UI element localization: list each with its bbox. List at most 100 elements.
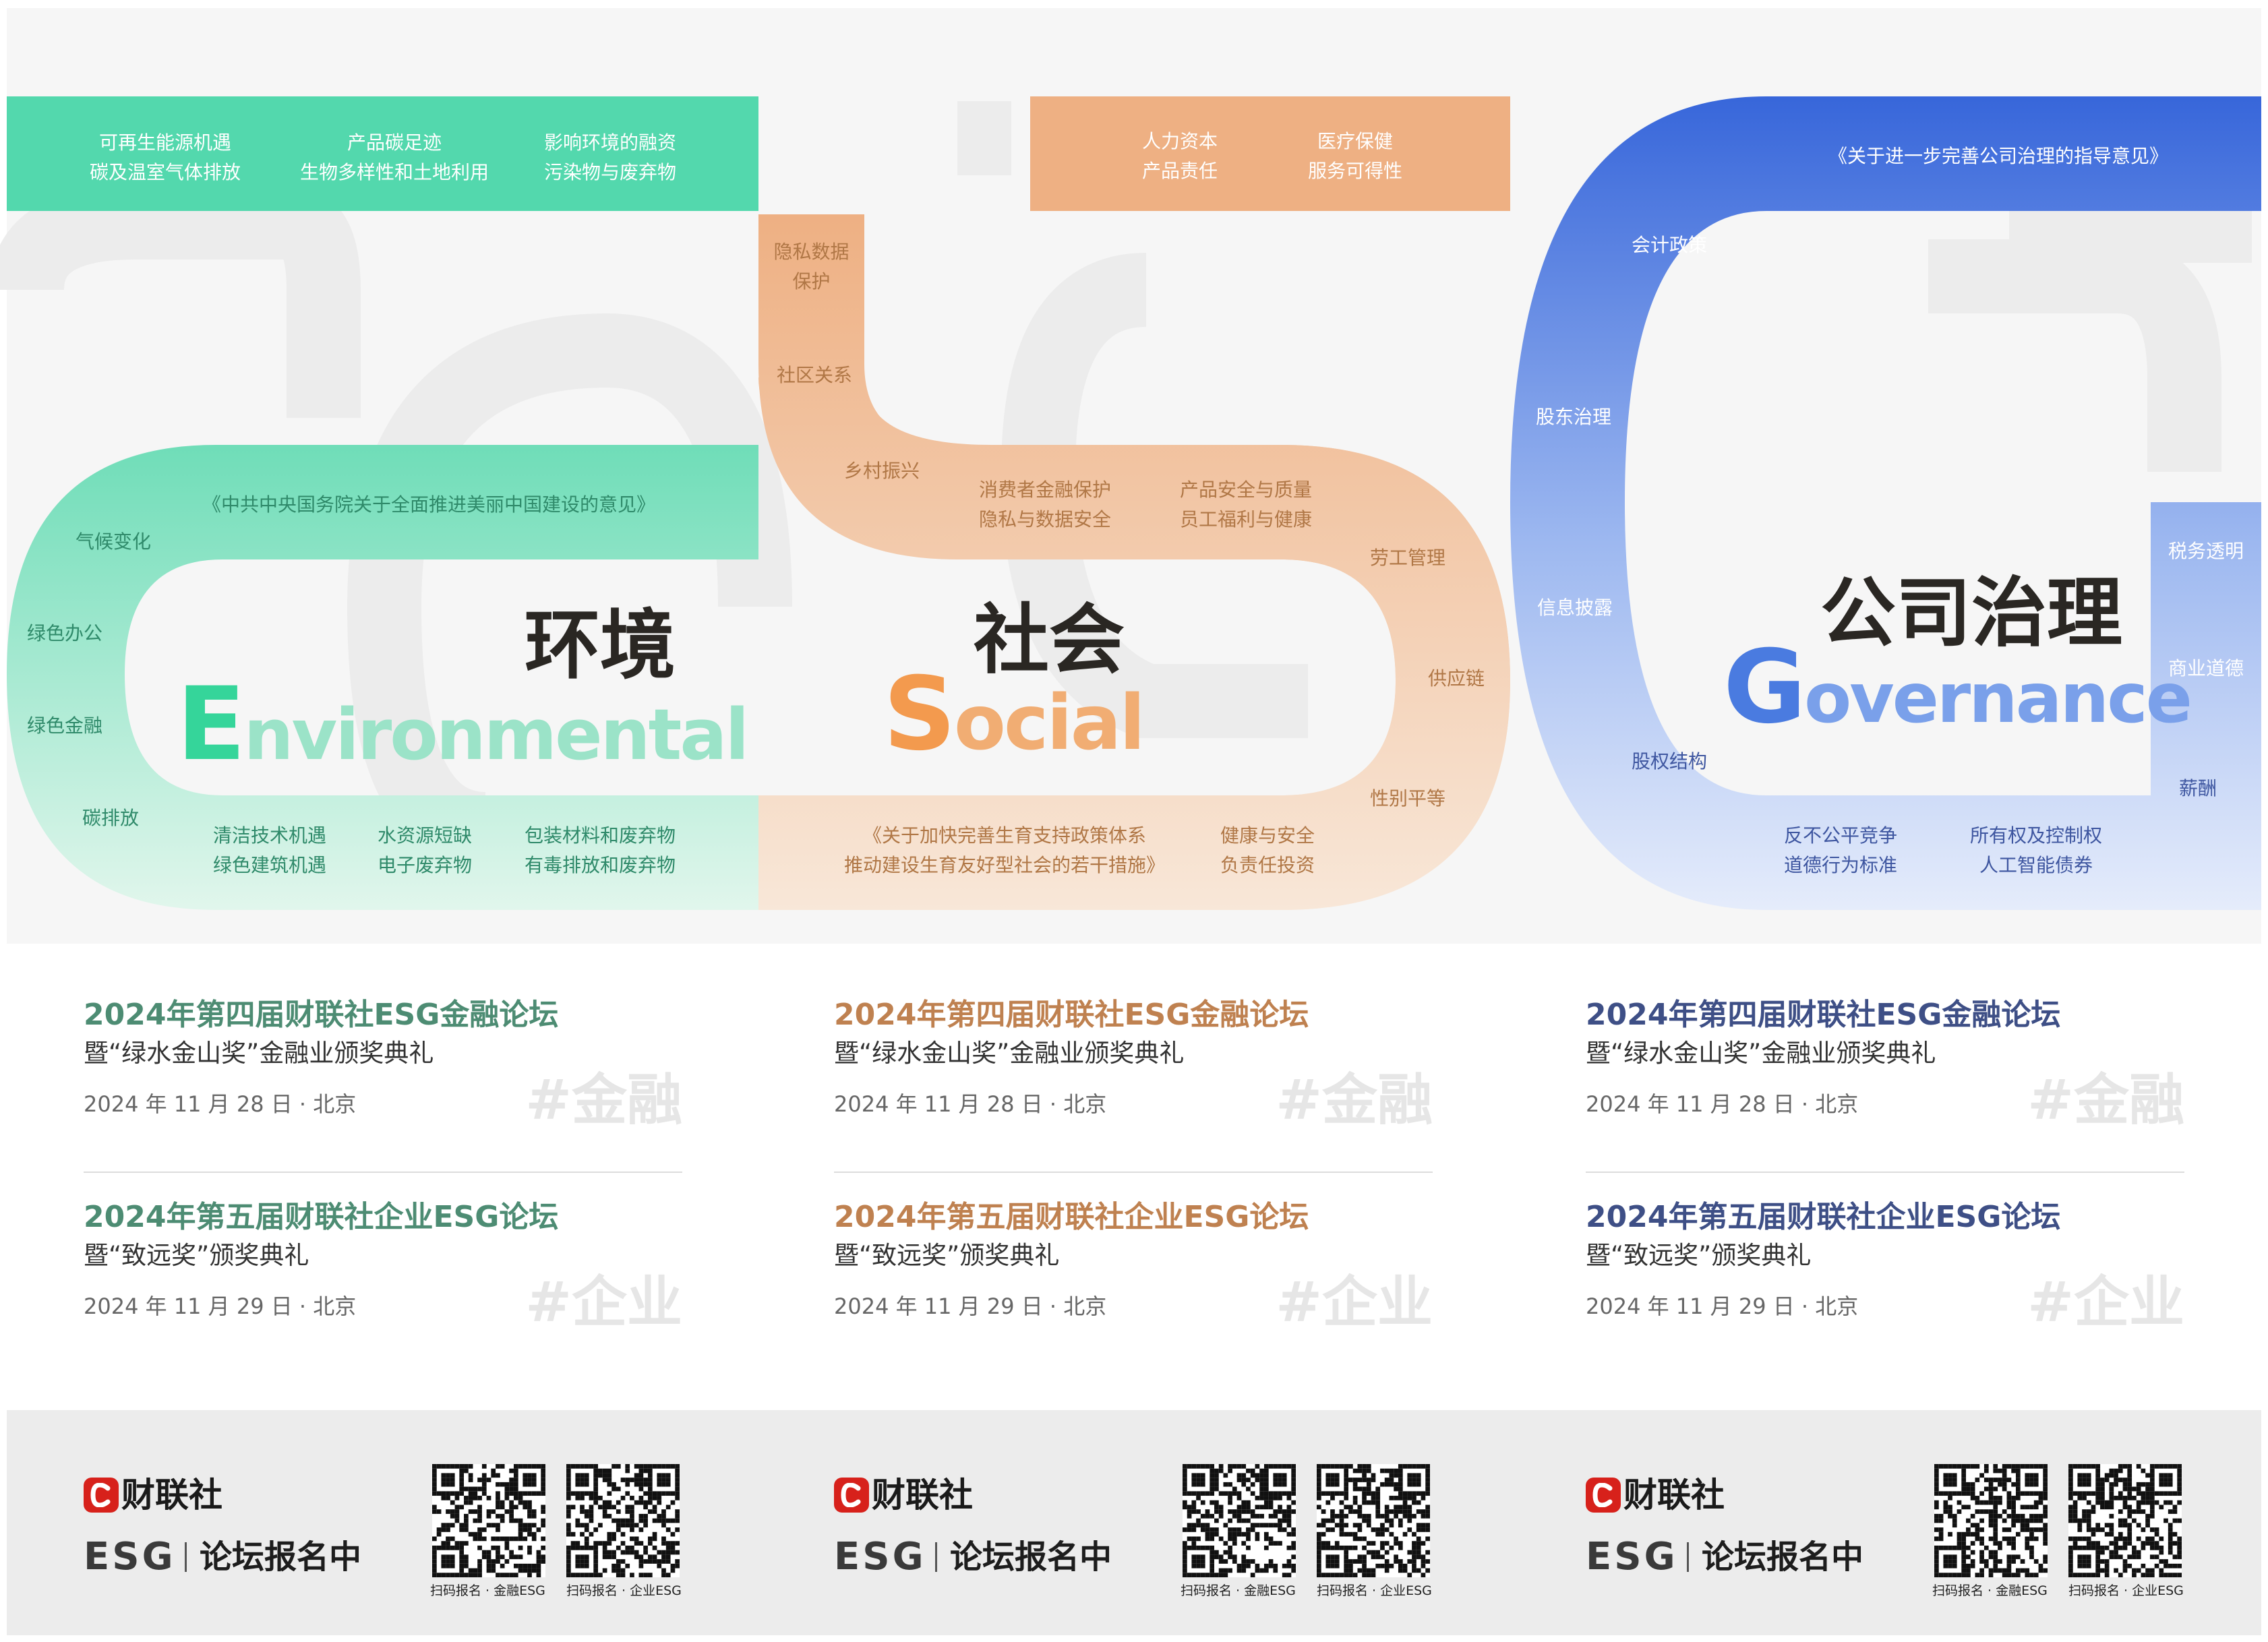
qr-pattern-icon (432, 1464, 545, 1577)
logo-separator (185, 1542, 187, 1572)
env-title-en-rest: nvironmental (243, 694, 749, 776)
soc-middle-item-1-line1: 消费者金融保护 (978, 479, 1111, 501)
qr-pattern-icon (566, 1464, 680, 1577)
soc-top-item-2-line1: 医疗保健 (1317, 130, 1393, 152)
gov-title-en-initial: G (1723, 629, 1806, 746)
gov-bottom-item-1-line1: 反不公平竞争 (1783, 824, 1897, 847)
footer (7, 1410, 2261, 1635)
forum2-title: 2024年第五届财联社企业ESG论坛 (1586, 1200, 2061, 1234)
qr-pattern-icon (1317, 1464, 1430, 1577)
gov-right-3: 薪酬 (2179, 777, 2217, 799)
gov-bottom-item-1: 反不公平竞争 道德行为标准 (1773, 821, 1908, 880)
gov-bottom-item-2-line1: 所有权及控制权 (1969, 824, 2102, 847)
forum1-date: 2024 年 11 月 28 日 · 北京 (834, 1091, 1107, 1117)
qr-caption-enterprise: 扫码报名 · 企业ESG (1317, 1583, 1432, 1598)
soc-top-item-1-line1: 人力资本 (1141, 130, 1218, 152)
forum1-tag: #金融 (2027, 1068, 2184, 1132)
soc-middle-item-2-line2: 员工福利与健康 (1179, 508, 1312, 530)
event-divider (1586, 1172, 2184, 1173)
forum2-date: 2024 年 11 月 29 日 · 北京 (84, 1294, 357, 1319)
soc-middle-item-1-line2: 隐私与数据安全 (978, 508, 1111, 530)
forum2-subtitle: 暨“致远奖”颁奖典礼 (84, 1241, 309, 1270)
registration-text: 论坛报名中 (200, 1538, 362, 1576)
qr-caption-finance: 扫码报名 · 金融ESG (1932, 1583, 2048, 1598)
gov-bottom-item-1-line2: 道德行为标准 (1783, 854, 1897, 876)
gov-right-2: 商业道德 (2168, 657, 2244, 679)
env-top-item-2-line1: 产品碳足迹 (347, 131, 442, 154)
forum2-title: 2024年第五届财联社企业ESG论坛 (84, 1200, 559, 1234)
event-column-3: 2024年第四届财联社ESG金融论坛 暨“绿水金山奖”金融业颁奖典礼 2024 … (1586, 996, 2184, 1360)
forum2-date: 2024 年 11 月 29 日 · 北京 (1586, 1294, 1859, 1319)
event-divider (834, 1172, 1433, 1173)
soc-privacy-line1: 隐私数据 (773, 241, 849, 263)
env-bottom-item-3-line2: 有毒排放和废弃物 (524, 854, 676, 876)
qr-pattern-icon (1183, 1464, 1296, 1577)
env-title-en-initial: E (177, 666, 245, 783)
soc-top-item-1-line2: 产品责任 (1141, 160, 1218, 182)
qr-code-enterprise[interactable] (2068, 1464, 2182, 1577)
soc-privacy: 隐私数据 保护 (758, 237, 864, 297)
gov-bottom-item-2-line2: 人工智能债券 (1979, 854, 2093, 876)
qr-code-finance[interactable] (1183, 1464, 1296, 1577)
env-top-item-1: 可再生能源机遇 碳及温室气体排放 (61, 128, 270, 187)
registration-text: 论坛报名中 (1702, 1538, 1864, 1576)
gov-bottom-item-2: 所有权及控制权 人工智能债券 (1955, 821, 2117, 880)
soc-middle-item-2-line1: 产品安全与质量 (1179, 479, 1312, 501)
forum1-subtitle: 暨“绿水金山奖”金融业颁奖典礼 (84, 1039, 434, 1068)
qr-code-enterprise[interactable] (566, 1464, 680, 1577)
env-bottom-item-2-line2: 电子废弃物 (377, 854, 472, 876)
soc-bottom-right-line2: 负责任投资 (1220, 854, 1315, 876)
env-bottom-item-3: 包装材料和废弃物 有毒排放和废弃物 (512, 821, 688, 880)
env-policy: 《中共中央国务院关于全面推进美丽中国建设的意见》 (202, 493, 656, 516)
forum1-subtitle: 暨“绿水金山奖”金融业颁奖典礼 (1586, 1039, 1936, 1068)
env-side-4: 碳排放 (82, 807, 140, 829)
gov-title-en: Governance (1723, 637, 2192, 750)
env-side-2: 绿色办公 (27, 622, 103, 644)
soc-top-item-2-line2: 服务可得性 (1307, 160, 1402, 182)
env-side-3: 绿色金融 (27, 714, 103, 737)
soc-community: 社区关系 (777, 364, 853, 386)
soc-bottom-right-line1: 健康与安全 (1220, 824, 1315, 847)
forum1-date: 2024 年 11 月 28 日 · 北京 (84, 1091, 357, 1117)
qr-code-finance[interactable] (432, 1464, 545, 1577)
qr-caption-enterprise: 扫码报名 · 企业ESG (566, 1583, 682, 1598)
qr-caption-finance: 扫码报名 · 金融ESG (1181, 1583, 1296, 1598)
brand-name: 财联社 (1623, 1476, 1725, 1515)
soc-policy-line2: 推动建设生育友好型社会的若干措施》 (843, 854, 1165, 876)
forum2-tag: #企业 (2027, 1271, 2184, 1335)
soc-bottom-right: 健康与安全 负责任投资 (1207, 821, 1328, 880)
qr-code-enterprise[interactable] (1317, 1464, 1430, 1577)
soc-right-1: 劳工管理 (1370, 547, 1446, 569)
forum1-title: 2024年第四届财联社ESG金融论坛 (1586, 998, 2061, 1032)
env-bottom-item-2: 水资源短缺 电子废弃物 (364, 821, 485, 880)
soc-top-item-1: 人力资本 产品责任 (1119, 127, 1241, 186)
esg-logo: ESG (834, 1535, 926, 1579)
qr-code-finance[interactable] (1934, 1464, 2048, 1577)
env-bottom-item-3-line1: 包装材料和废弃物 (524, 824, 676, 847)
env-title-en: Environmental (177, 674, 749, 785)
forum1-date: 2024 年 11 月 28 日 · 北京 (1586, 1091, 1859, 1117)
soc-title-cn: 社会 (974, 597, 1125, 684)
qr-caption-enterprise: 扫码报名 · 企业ESG (2068, 1583, 2184, 1598)
cls-logo-icon (834, 1478, 869, 1513)
forum1-tag: #金融 (525, 1068, 682, 1132)
env-title-cn: 环境 (525, 602, 676, 690)
gov-title-cn: 公司治理 (1820, 570, 2122, 657)
cls-logo-icon (84, 1478, 119, 1513)
env-top-item-3-line2: 污染物与废弃物 (543, 161, 676, 183)
forum2-date: 2024 年 11 月 29 日 · 北京 (834, 1294, 1107, 1319)
forum1-title: 2024年第四届财联社ESG金融论坛 (84, 998, 559, 1032)
env-bottom-item-1-line1: 清洁技术机遇 (212, 824, 326, 847)
env-bottom-item-1-line2: 绿色建筑机遇 (212, 854, 326, 876)
gov-title-en-rest: overnance (1804, 659, 2192, 739)
env-bottom-item-1: 清洁技术机遇 绿色建筑机遇 (196, 821, 344, 880)
logo-separator (935, 1542, 937, 1572)
forum2-tag: #企业 (525, 1271, 682, 1335)
gov-arc-1: 会计政策 (1632, 234, 1708, 256)
event-divider (84, 1172, 682, 1173)
esg-logo: ESG (84, 1535, 176, 1579)
env-top-item-1-line2: 碳及温室气体排放 (89, 161, 241, 183)
soc-middle-item-2: 产品安全与质量 员工福利与健康 (1165, 475, 1327, 535)
forum1-title: 2024年第四届财联社ESG金融论坛 (834, 998, 1309, 1032)
soc-title-en-initial: S (883, 656, 956, 773)
